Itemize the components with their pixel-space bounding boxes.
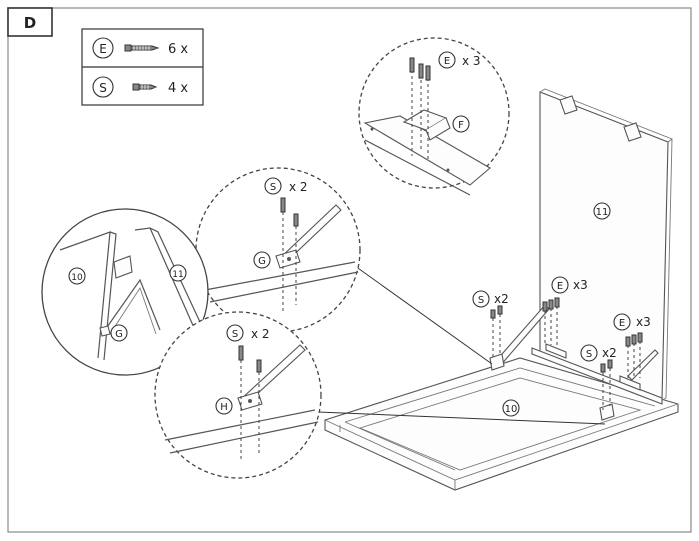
main-mid-badge-text: E bbox=[557, 281, 563, 292]
upper-detail-part-label: G bbox=[258, 256, 266, 267]
step-label: D bbox=[24, 14, 36, 32]
side-detail-left-label: 10 bbox=[71, 273, 83, 283]
main-left-badge bbox=[472, 290, 490, 308]
legend-badge-e-text: E bbox=[99, 42, 107, 56]
side-detail-right-label: 11 bbox=[172, 270, 183, 280]
main-right-low-badge-text: S bbox=[586, 349, 592, 360]
main-mid-qty: x3 bbox=[573, 278, 588, 292]
hinge-right bbox=[623, 122, 642, 142]
main-right-top-badge bbox=[613, 313, 631, 331]
side-detail-callout: 10 11 G bbox=[41, 208, 209, 376]
lower-detail-badge-text: S bbox=[232, 329, 238, 340]
panel-10-label: 10 bbox=[505, 404, 518, 415]
page-frame bbox=[7, 7, 692, 533]
main-left-badge-text: S bbox=[478, 295, 484, 306]
main-assembly: 11 10 S x2 bbox=[324, 88, 679, 491]
main-right-top-badge-text: E bbox=[619, 318, 625, 329]
side-detail-part-badge bbox=[110, 324, 128, 342]
legend-badge-s bbox=[92, 76, 114, 98]
upper-detail-badge bbox=[264, 177, 282, 195]
lower-detail-part-badge bbox=[215, 397, 233, 415]
top-detail-callout: E x 3 F bbox=[358, 37, 510, 196]
upper-detail-callout: S x 2 G bbox=[195, 167, 361, 333]
legend-qty-s: 4 x bbox=[168, 81, 188, 96]
top-detail-part-label: F bbox=[458, 120, 464, 131]
leader-lines bbox=[317, 265, 606, 425]
main-left-screws bbox=[490, 305, 503, 360]
panel-11-badge bbox=[593, 202, 611, 220]
upper-detail-qty: x 2 bbox=[289, 180, 308, 194]
long-screw-icon bbox=[124, 44, 160, 52]
legend-badge-s-text: S bbox=[99, 81, 107, 95]
top-detail-part-badge bbox=[452, 115, 470, 133]
step-badge: D bbox=[7, 7, 53, 37]
upper-detail-badge-text: S bbox=[270, 182, 276, 193]
short-screw-icon bbox=[132, 83, 158, 91]
main-mid-badge bbox=[551, 276, 569, 294]
main-right-top-qty: x3 bbox=[636, 315, 651, 329]
lower-detail-callout: S x 2 H bbox=[154, 311, 322, 479]
panel-10-badge bbox=[502, 399, 520, 417]
side-detail-right-badge bbox=[169, 264, 187, 282]
hinge-left bbox=[559, 95, 578, 115]
side-detail-part-label: G bbox=[115, 329, 123, 340]
panel-11-label: 11 bbox=[596, 207, 609, 218]
top-detail-badge bbox=[438, 51, 456, 69]
main-right-screws-low bbox=[600, 359, 613, 410]
main-right-low-badge bbox=[580, 344, 598, 362]
lower-detail-badge bbox=[226, 324, 244, 342]
top-detail-badge-text: E bbox=[444, 56, 450, 67]
legend-badge-e bbox=[92, 37, 114, 59]
lower-detail-qty: x 2 bbox=[251, 327, 270, 341]
lower-detail-part-label: H bbox=[220, 402, 228, 413]
upper-detail-part-badge bbox=[253, 251, 271, 269]
main-mid-screws bbox=[542, 297, 560, 345]
hardware-legend: E 6 x S 4 x bbox=[81, 28, 204, 106]
main-right-low-qty: x2 bbox=[602, 346, 617, 360]
main-left-qty: x2 bbox=[494, 292, 509, 306]
main-right-screws-top bbox=[625, 332, 643, 378]
legend-qty-e: 6 x bbox=[168, 42, 188, 57]
base-frame-outline bbox=[324, 357, 679, 491]
top-detail-qty: x 3 bbox=[462, 54, 481, 68]
side-detail-left-badge bbox=[68, 267, 86, 285]
